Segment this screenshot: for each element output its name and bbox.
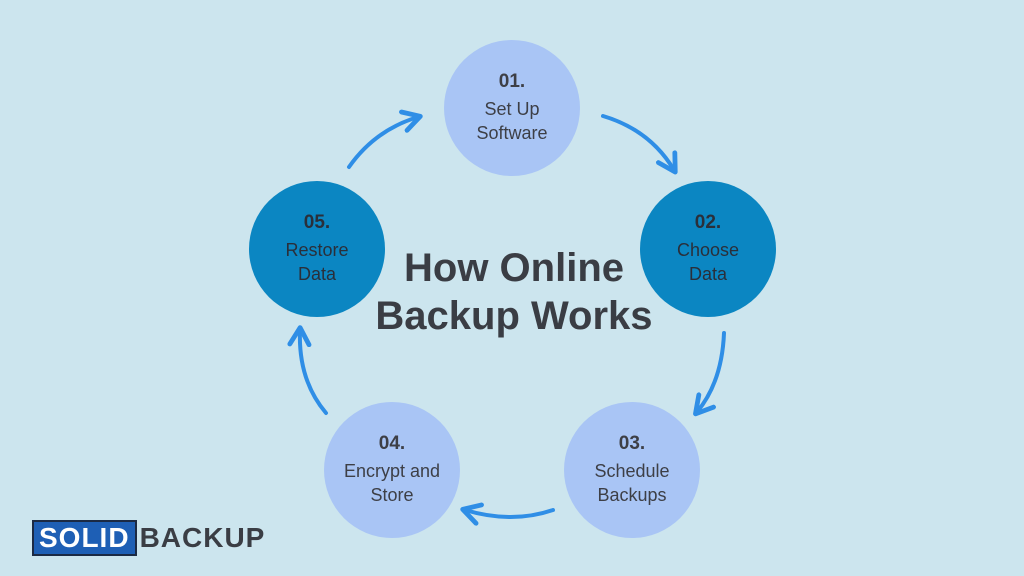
step-4-label: Encrypt and Store	[343, 461, 441, 505]
step-5-label: Restore Data	[285, 240, 349, 284]
step-2-circle: 02. Choose Data	[640, 181, 776, 317]
step-2-label: Choose Data	[676, 240, 740, 284]
step-1-circle: 01. Set Up Software	[444, 40, 580, 176]
step-1-number: 01.	[498, 71, 526, 92]
step-2-number: 02.	[694, 212, 722, 233]
diagram-title: How Online Backup Works	[375, 246, 653, 338]
arrow-2-to-3	[693, 331, 726, 417]
step-5-number: 05.	[303, 212, 331, 233]
step-4-number: 04.	[378, 433, 406, 454]
logo-solid-text: SOLID	[32, 520, 137, 556]
step-5-circle: 05. Restore Data	[249, 181, 385, 317]
arrow-4-to-5	[287, 325, 328, 415]
step-4-circle: 04. Encrypt and Store	[324, 402, 460, 538]
solidbackup-logo: SOLID BACKUP	[32, 520, 265, 556]
arrow-3-to-4	[460, 502, 555, 526]
step-3-label: Schedule Backups	[594, 461, 670, 505]
arrow-1-to-2	[601, 114, 678, 175]
step-3-number: 03.	[618, 433, 646, 454]
logo-backup-text: BACKUP	[139, 522, 266, 553]
step-1-label: Set Up Software	[476, 99, 548, 143]
step-3-circle: 03. Schedule Backups	[564, 402, 700, 538]
arrow-5-to-1	[347, 109, 423, 169]
